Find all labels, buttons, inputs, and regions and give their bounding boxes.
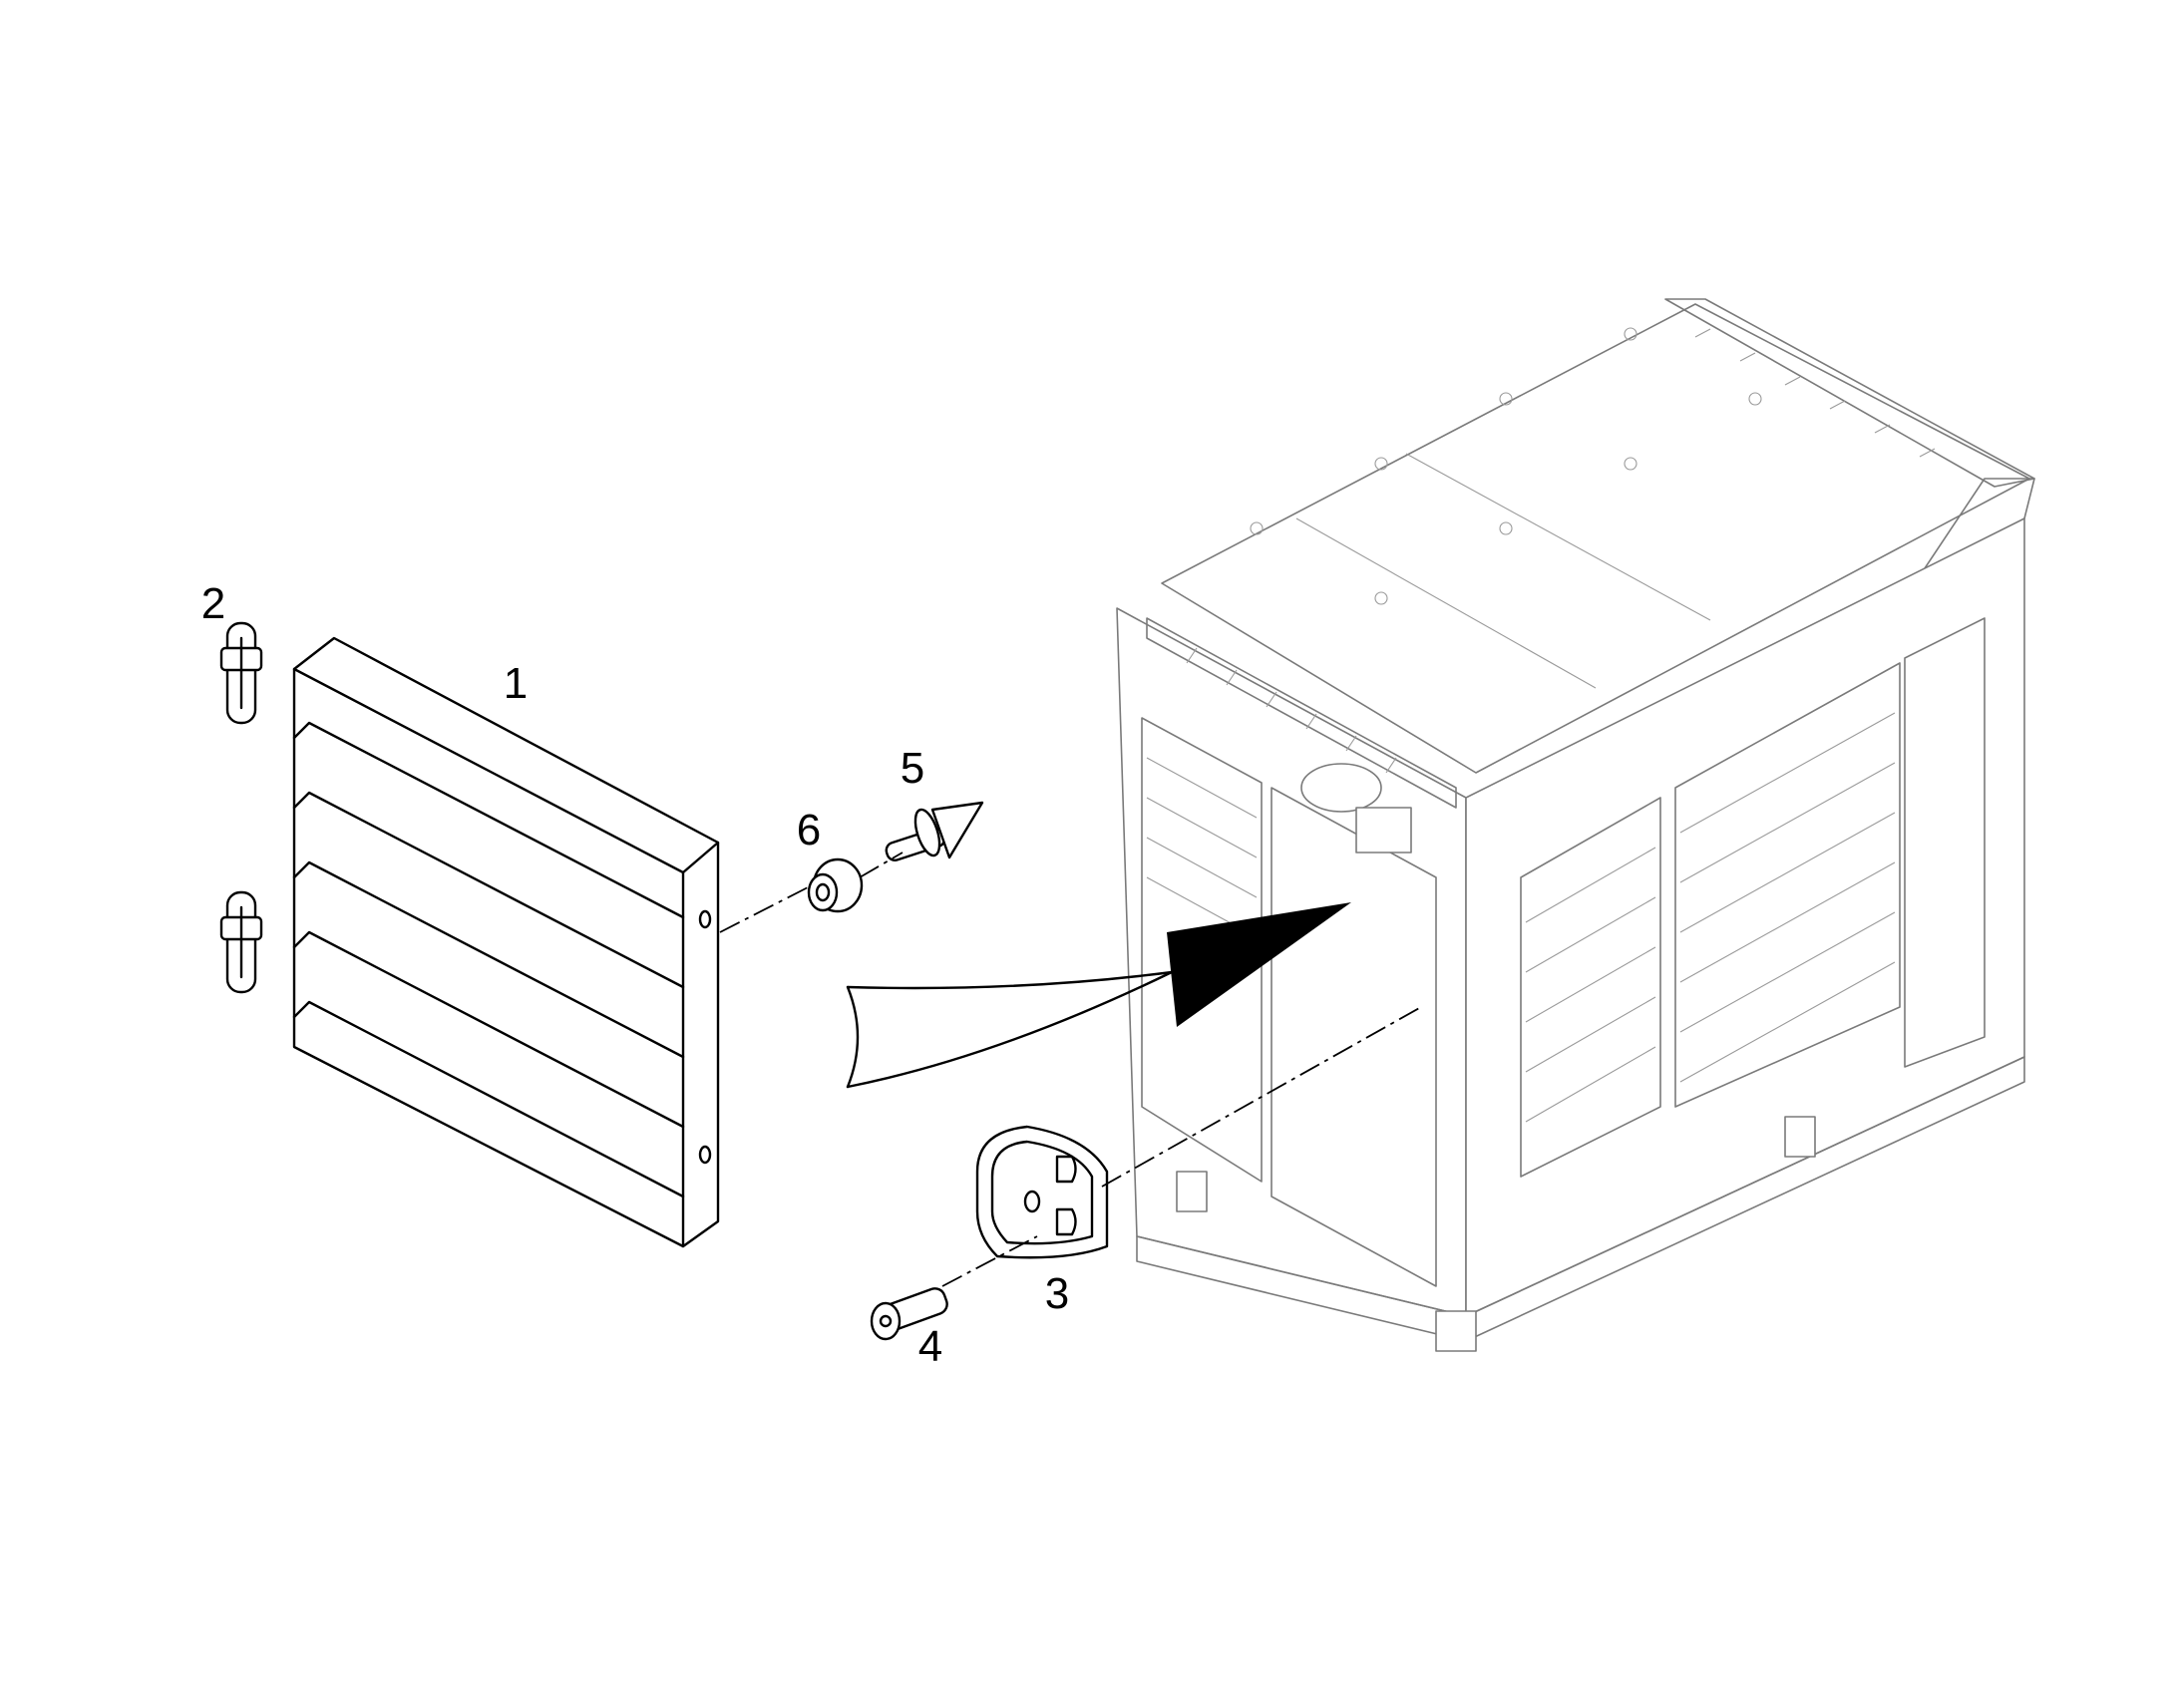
detail-arrow [846,902,1351,1089]
louver-panel-part [292,636,720,1248]
callout-6: 6 [797,806,821,854]
bracket-plate-part [975,1125,1109,1259]
housing-assembly [1116,298,2035,1352]
cone-pin-part [885,801,984,861]
alignment-lines [719,852,1422,1287]
clip-part-upper [219,621,263,725]
grommet-part [807,857,864,913]
screw-part [870,1287,948,1341]
callout-4: 4 [918,1322,942,1371]
callout-1: 1 [504,659,528,708]
clip-part-lower [219,890,263,994]
callout-3: 3 [1045,1269,1069,1318]
callout-2: 2 [201,579,225,628]
callout-5: 5 [901,744,924,793]
